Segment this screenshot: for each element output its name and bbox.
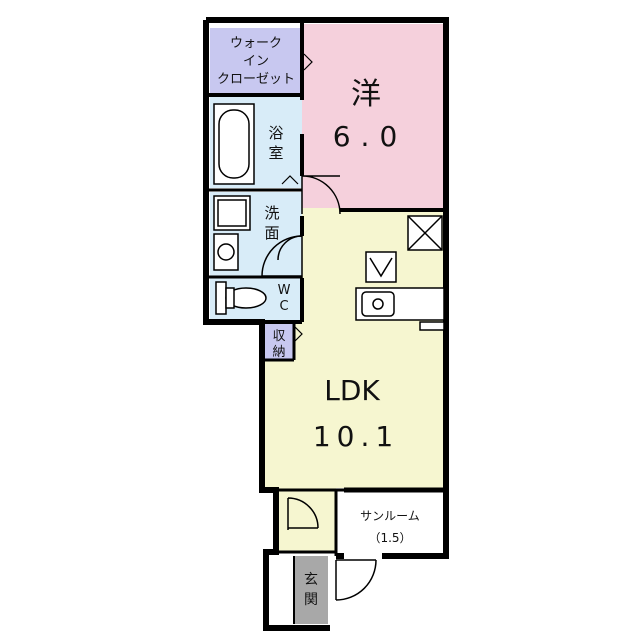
storage-label-2: 納: [272, 345, 285, 360]
walk-in-closet-label-1: ウォーク: [230, 36, 282, 51]
washer-space-fixture: [213, 195, 251, 231]
washbasin-fixture: [213, 233, 239, 271]
sunroom-area: [336, 490, 444, 550]
entrance-area: [294, 556, 328, 624]
range-hood: [365, 251, 397, 283]
sunroom-window: [344, 487, 444, 493]
sunroom-name: サンルーム: [360, 509, 420, 523]
closet-door-markers: [281, 53, 313, 343]
refrigerator-space: [407, 215, 443, 251]
walk-in-closet-label-2: イン: [243, 54, 269, 69]
walk-in-closet-area: [210, 28, 302, 94]
toilet-fixture: [215, 281, 267, 315]
interior-walls: [208, 22, 446, 624]
ldk-size: 10.1: [313, 420, 399, 453]
entrance-label-1: 玄: [304, 571, 318, 588]
entrance-step-area: [270, 556, 294, 624]
western-room-area: [302, 24, 444, 208]
ldk-name: LDK: [324, 374, 380, 407]
sunroom-size: （1.5）: [368, 531, 411, 545]
western-room-size: 6.0: [333, 120, 408, 153]
western-room-name: 洋: [351, 77, 381, 112]
bathtub-fixture: [213, 103, 255, 185]
wc-label-1: W: [278, 283, 291, 298]
storage-label-1: 収: [272, 329, 285, 344]
bathroom-label-1: 浴: [268, 124, 283, 142]
storage-area: [264, 324, 294, 360]
washroom-label-1: 洗: [264, 204, 279, 222]
hall-area: [276, 488, 336, 552]
wc-label-2: C: [279, 299, 288, 314]
kitchen-counter: [355, 287, 445, 321]
doors: [261, 175, 377, 601]
walk-in-closet-label-3: クローゼット: [217, 72, 295, 87]
bathroom-label-2: 室: [268, 144, 283, 162]
washroom-label-2: 面: [264, 224, 279, 242]
ldk-window-pier: [419, 321, 445, 331]
entrance-label-2: 関: [304, 592, 318, 608]
